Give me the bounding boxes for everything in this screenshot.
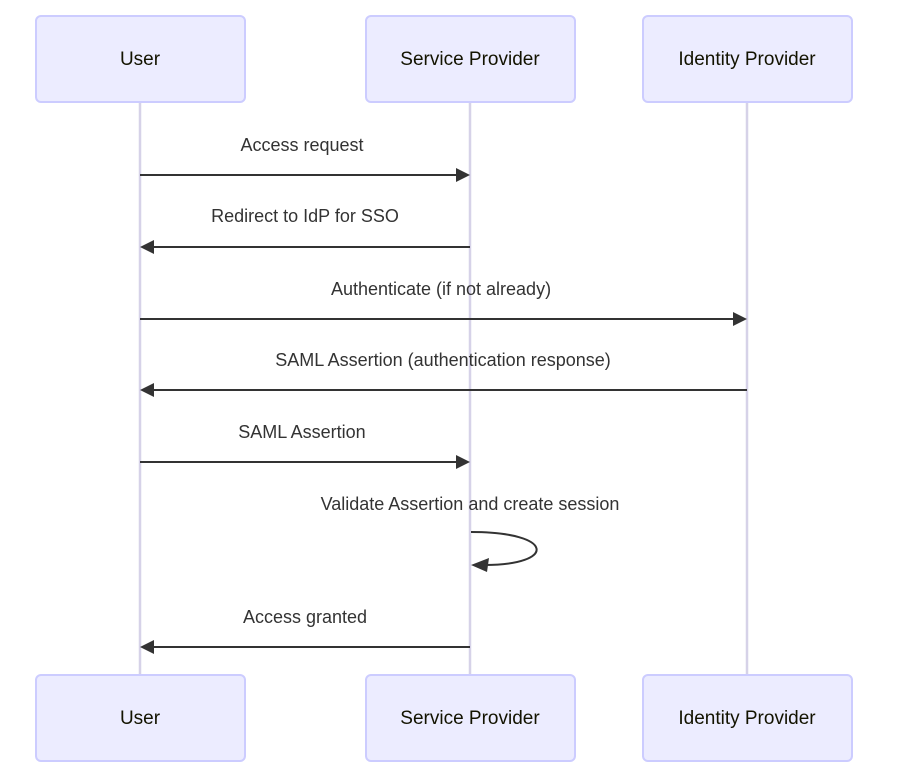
message-2[interactable]: Redirect to IdP for SSO [140, 206, 470, 254]
arrow-head [471, 558, 489, 572]
actor-box-rect [642, 15, 853, 103]
actor-label-idp: Identity Provider [678, 49, 816, 70]
actor-sp-bottom[interactable]: Service Provider [365, 674, 576, 762]
message-label-3: Authenticate (if not already) [331, 279, 551, 299]
actor-label-user: User [120, 708, 161, 729]
actor-label-sp: Service Provider [400, 708, 540, 729]
arrow-head [140, 240, 154, 254]
arrow-head [140, 383, 154, 397]
lifelines-group [138, 102, 749, 675]
message-label-5: SAML Assertion [238, 422, 365, 442]
actor-label-user: User [120, 49, 161, 70]
actor-boxes-bottom: User Service Provider Identity Provider [35, 674, 853, 762]
arrow-head [456, 455, 470, 469]
actor-user-top[interactable]: User [35, 15, 246, 103]
message-4[interactable]: SAML Assertion (authentication response) [140, 350, 747, 397]
message-7[interactable]: Access granted [140, 607, 470, 654]
message-label-7: Access granted [243, 607, 367, 627]
arrow-head [456, 168, 470, 182]
actor-box-rect [365, 15, 576, 103]
actor-boxes-top: User Service Provider Identity Provider [35, 15, 853, 103]
actor-sp-top[interactable]: Service Provider [365, 15, 576, 103]
actor-box-rect [35, 674, 246, 762]
arrow-head [733, 312, 747, 326]
actor-box-rect [35, 15, 246, 103]
message-label-4: SAML Assertion (authentication response) [275, 350, 611, 370]
message-label-1: Access request [240, 135, 363, 155]
message-5[interactable]: SAML Assertion [140, 422, 470, 469]
message-3[interactable]: Authenticate (if not already) [140, 279, 747, 326]
actor-user-bottom[interactable]: User [35, 674, 246, 762]
arrow-head [140, 640, 154, 654]
self-message-loop [470, 531, 538, 566]
message-label-6: Validate Assertion and create session [321, 494, 620, 514]
actor-idp-top[interactable]: Identity Provider [642, 15, 853, 103]
actor-box-rect [365, 674, 576, 762]
actor-label-sp: Service Provider [400, 49, 540, 70]
actor-label-idp: Identity Provider [678, 708, 816, 729]
actor-idp-bottom[interactable]: Identity Provider [642, 674, 853, 762]
actor-box-rect [642, 674, 853, 762]
message-1[interactable]: Access request [140, 135, 470, 182]
message-6[interactable]: Validate Assertion and create session [321, 494, 620, 572]
message-label-2: Redirect to IdP for SSO [211, 206, 399, 226]
